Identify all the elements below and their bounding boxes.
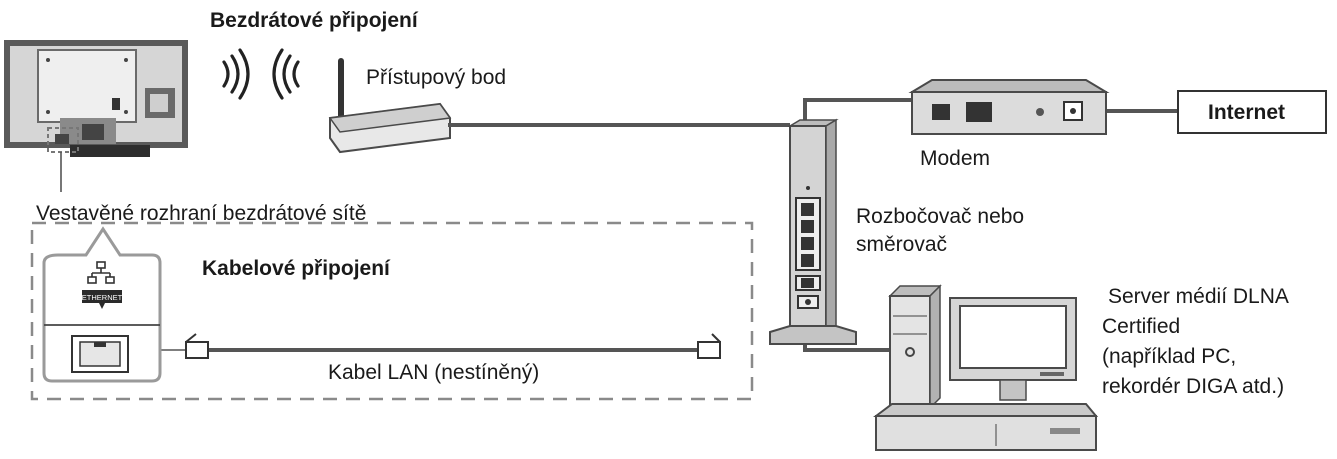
lan-cable-label: Kabel LAN (nestíněný) [328,361,540,384]
internet-box [1177,90,1327,134]
builtin-wlan-label: Vestavěné rozhraní bezdrátové sítě [36,202,367,225]
dlna-server-label-line3: (například PC, [1102,345,1237,368]
dlna-server-label-line2: Certified [1102,315,1181,338]
dlna-server-label-line4: rekordér DIGA atd.) [1102,375,1285,398]
access-point-label: Přístupový bod [366,66,507,89]
modem-icon [908,79,1110,135]
dlna-server-label-line1: Server médií DLNA [1108,285,1289,308]
wireless-connection-title: Bezdrátové připojení [210,9,418,32]
network-symbol-icon [87,261,115,284]
access-point-icon [328,58,452,154]
lan-plug-right [697,333,721,359]
ethernet-label-text: ETHERNET [82,293,123,302]
computer-icon [873,284,1099,451]
lan-plug-left [185,333,209,359]
ethernet-label-arrow [99,303,105,309]
hub-router-label-line1: Rozbočovač nebo [856,205,1025,228]
modem-label: Modem [920,147,991,170]
internet-label: Internet [1208,101,1286,124]
tv-back-icon [4,40,188,157]
wired-connection-area [30,221,754,401]
ethernet-label-plate [82,290,122,303]
hub-router-label-line2: směrovač [856,233,948,256]
wired-connection-title: Kabelové připojení [202,257,390,280]
lan-port-icon [71,335,129,373]
hub-router-icon [769,118,857,345]
wireless-signal-icon [222,48,300,100]
